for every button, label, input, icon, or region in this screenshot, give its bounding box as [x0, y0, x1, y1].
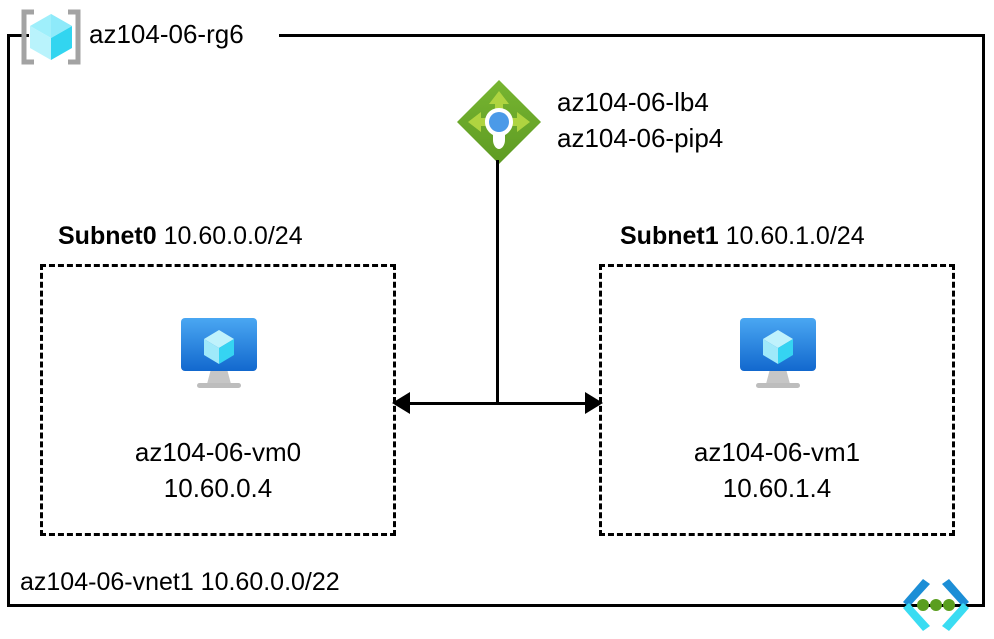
- virtual-machine-icon: [175, 314, 263, 394]
- resource-group-cube-icon: [20, 6, 82, 68]
- load-balancer-labels: az104-06-lb4 az104-06-pip4: [557, 84, 723, 156]
- vm1-ip: 10.60.1.4: [722, 473, 832, 503]
- vm0-ip: 10.60.0.4: [163, 473, 273, 503]
- resource-group-border-bottom: [7, 604, 985, 607]
- load-balancer-name: az104-06-lb4: [557, 87, 709, 117]
- vm0-name: az104-06-vm0: [134, 437, 302, 467]
- resource-group-label: az104-06-rg6: [89, 19, 244, 49]
- load-balancer-icon: [455, 78, 543, 166]
- resource-group-border-top-right: [279, 34, 985, 37]
- subnet0-cidr: 10.60.0.0/24: [163, 222, 303, 250]
- subnet0-name: Subnet0: [58, 222, 157, 250]
- resource-group-border-right: [982, 34, 985, 607]
- load-balancer-connector-line: [496, 160, 499, 403]
- public-ip-name: az104-06-pip4: [557, 123, 724, 153]
- vm1-labels: az104-06-vm1 10.60.1.4: [599, 434, 955, 506]
- arrow-head-left-icon: [392, 392, 410, 414]
- subnet1-name: Subnet1: [620, 222, 719, 250]
- resource-group-border-left: [7, 34, 10, 607]
- vm1-name: az104-06-vm1: [693, 437, 861, 467]
- subnet1-cidr: 10.60.1.0/24: [725, 222, 865, 250]
- vm0-labels: az104-06-vm0 10.60.0.4: [40, 434, 396, 506]
- subnet-connector-line: [398, 402, 596, 405]
- arrow-head-right-icon: [585, 392, 603, 414]
- vnet-label: az104-06-vnet1 10.60.0.0/22: [20, 568, 340, 596]
- virtual-machine-icon: [734, 314, 822, 394]
- resource-group-border-top-left: [7, 34, 29, 37]
- virtual-network-icon: [893, 575, 979, 637]
- subnet0-heading: Subnet0 10.60.0.0/24: [58, 221, 303, 251]
- subnet1-heading: Subnet1 10.60.1.0/24: [620, 221, 865, 251]
